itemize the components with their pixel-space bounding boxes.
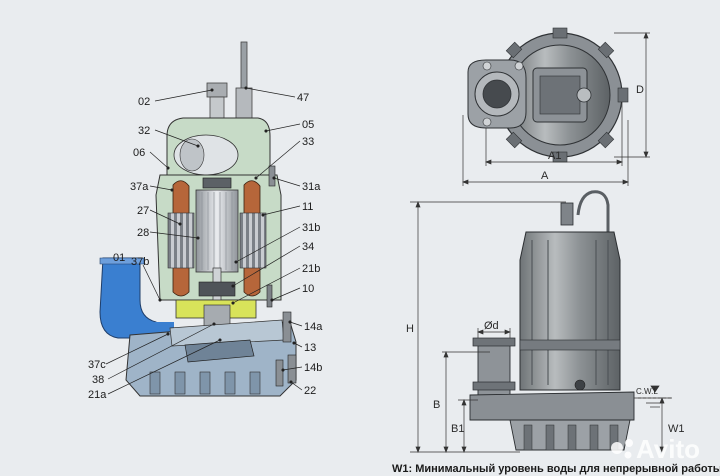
pump-cross-section	[99, 41, 297, 397]
dim-D: D	[636, 84, 644, 96]
label-14a: 14a	[304, 321, 323, 333]
label-01: 01	[113, 252, 125, 264]
label-34: 34	[302, 241, 314, 253]
label-11: 11	[302, 201, 313, 213]
label-37a: 37a	[130, 181, 149, 193]
dim-Od: Ød	[484, 320, 499, 332]
pump-side-view	[469, 190, 635, 451]
side-view-dimensions	[410, 201, 672, 453]
label-13: 13	[304, 342, 316, 354]
label-28: 28	[137, 227, 149, 239]
footnote: W1: Минимальный уровень воды для непреры…	[392, 463, 720, 475]
label-27: 27	[137, 205, 149, 217]
leader-lines	[105, 86, 303, 395]
dim-W1: W1	[668, 423, 685, 435]
label-22: 22	[304, 385, 316, 397]
label-31b: 31b	[302, 222, 320, 234]
dim-CWL: C.W.L	[636, 387, 658, 396]
avito-logo-icon	[611, 442, 623, 454]
label-31a: 31a	[302, 181, 321, 193]
label-14b: 14b	[304, 362, 322, 374]
watermark-text: Avito	[636, 434, 700, 464]
dim-B: B	[433, 399, 440, 411]
label-37b: 37b	[131, 256, 149, 268]
label-06: 06	[133, 147, 145, 159]
dim-A: A	[541, 170, 549, 182]
label-33: 33	[302, 136, 314, 148]
dim-H: H	[406, 323, 414, 335]
top-view-dimensions	[462, 32, 650, 186]
label-02: 02	[138, 96, 150, 108]
dim-B1: B1	[451, 423, 464, 435]
label-10: 10	[302, 283, 314, 295]
label-47: 47	[297, 92, 309, 104]
label-32: 32	[138, 125, 150, 137]
label-05: 05	[302, 119, 314, 131]
dim-A1: A1	[548, 150, 561, 162]
pump-top-view	[467, 27, 629, 163]
part-labels: 02 47 32 05 33 06 37a 31a 27 11 28 31b 0…	[88, 92, 323, 401]
label-37c: 37c	[88, 359, 106, 371]
label-38: 38	[92, 374, 104, 386]
label-21b: 21b	[302, 263, 320, 275]
avito-watermark: Avito	[611, 434, 700, 464]
label-21a: 21a	[88, 389, 107, 401]
